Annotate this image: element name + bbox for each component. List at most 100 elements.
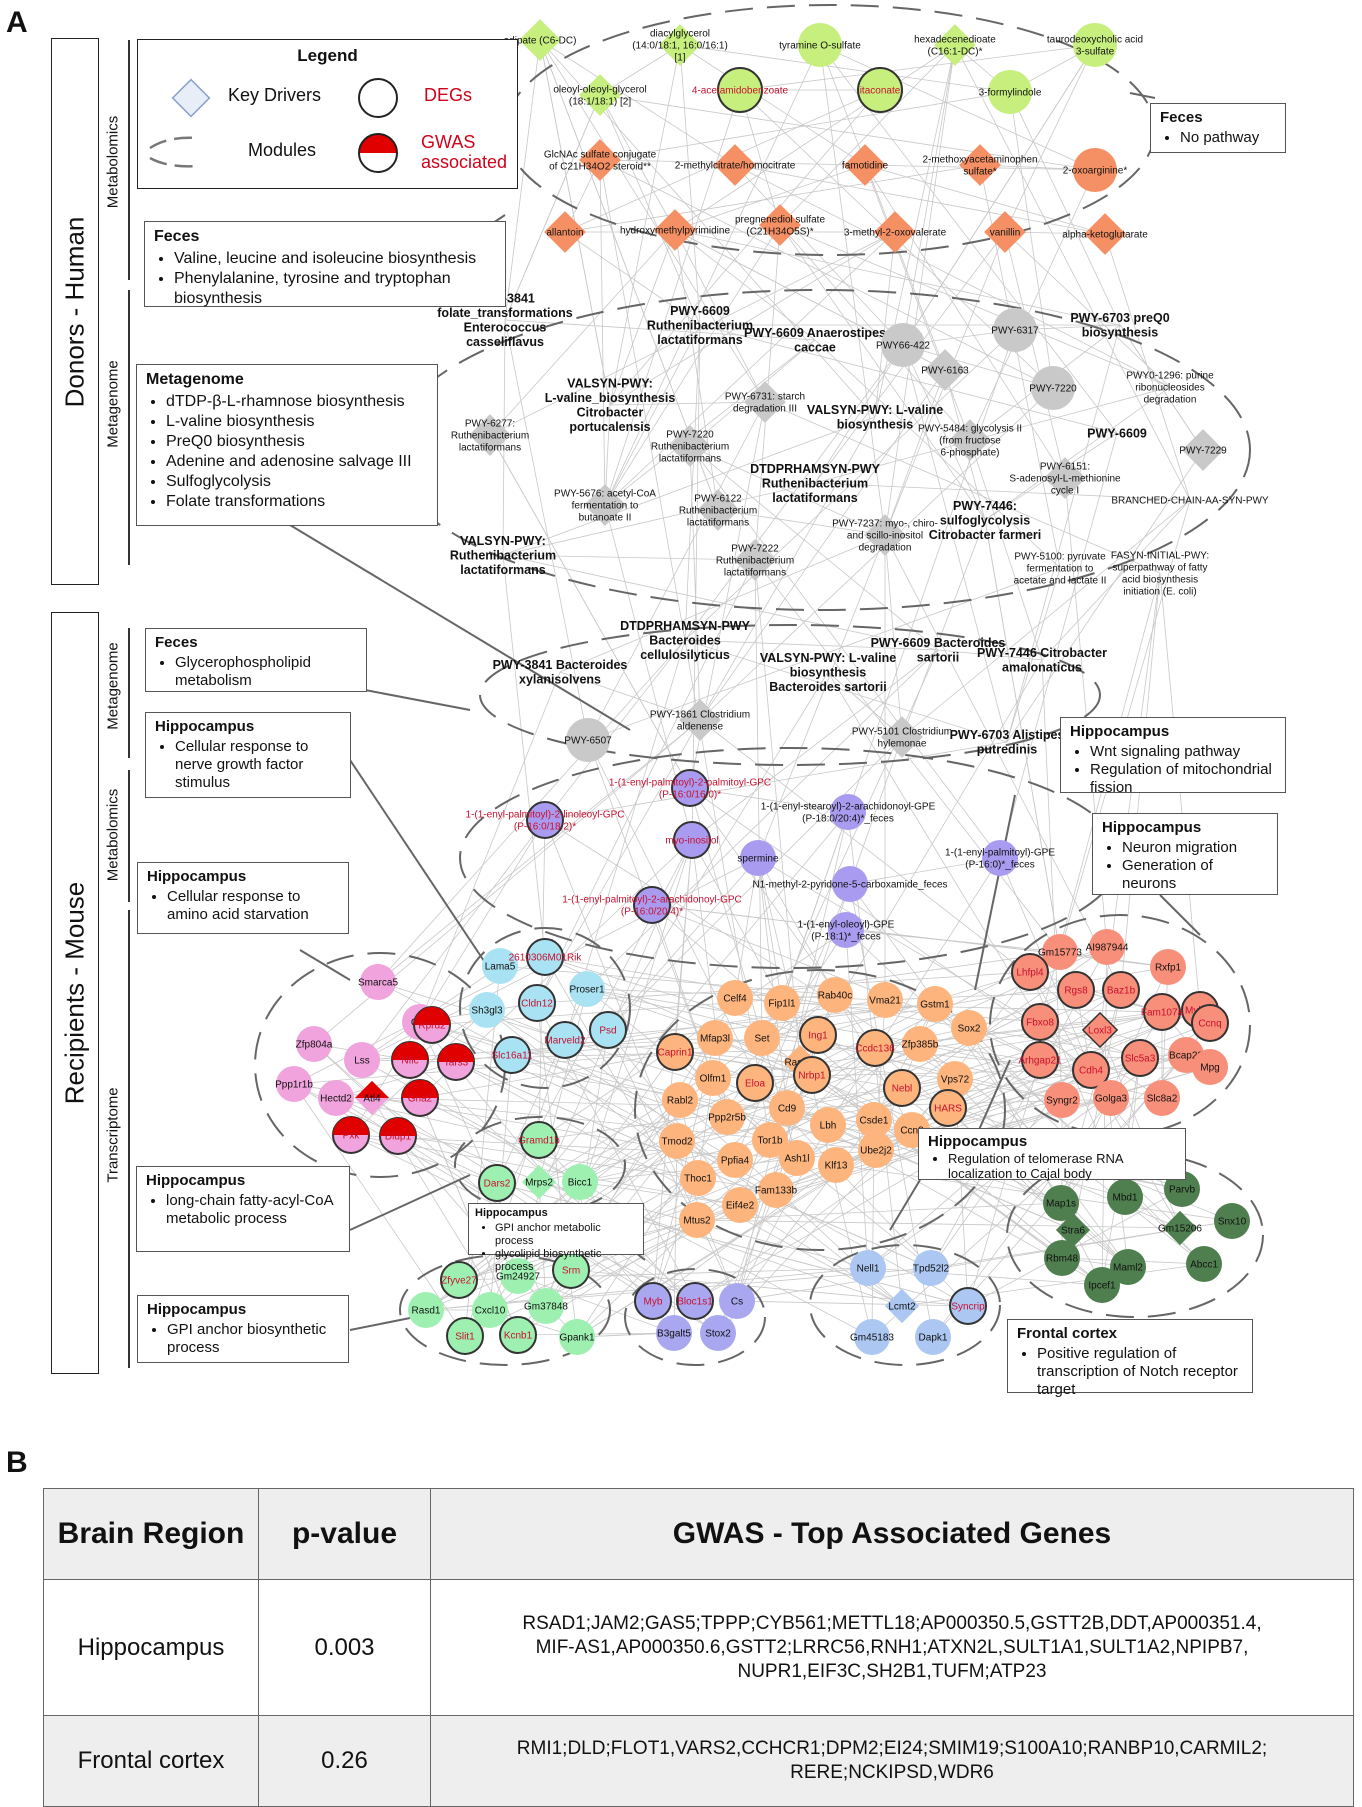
annotation-item: Neuron migration [1122, 839, 1268, 857]
annotation-item: long-chain fatty-acyl-CoA metabolic proc… [166, 1192, 340, 1228]
node-label: PWY-6609 [1087, 426, 1147, 440]
node-diamond [469, 414, 511, 456]
node-circle: 4-acetamidobenzoate [692, 67, 789, 113]
node-label: Vma21 [869, 996, 901, 1007]
node-diamond: 3-methyl-2-oxovalerate [844, 211, 947, 253]
legend-key-drivers: Key Drivers [228, 85, 322, 105]
node-circle [697, 1020, 733, 1056]
annotation-title: Hippocampus [475, 1207, 548, 1219]
node-label: PWY-6609 [1087, 426, 1147, 440]
sub-divider [128, 910, 130, 1368]
node-diamond [697, 489, 739, 531]
node-circle: Dars2 [478, 1164, 516, 1202]
node-circle: Slc8a2 [1144, 1080, 1180, 1116]
network-edge [726, 951, 1061, 1118]
node-circle: Ipcef1 [1084, 1267, 1120, 1303]
network-edge [455, 1061, 903, 1307]
node-label: Gm37848 [524, 1302, 568, 1313]
node-circle: Ash1l [779, 1140, 815, 1176]
node-circle [478, 1164, 516, 1202]
node-circle: Vma21 [867, 982, 903, 1018]
node-diamond: famotidine [842, 144, 889, 186]
network-edge [604, 89, 741, 506]
network-edge [901, 1029, 1101, 1089]
annotation-connector [299, 949, 351, 981]
network-edge [576, 1149, 877, 1338]
node-label: oleoyl-oleoyl-glycerol(18:1/18:1) [2] [553, 85, 646, 108]
gene-line: NUPR1,EIF3C,SH2B1,TUFM;ATP23 [737, 1660, 1047, 1682]
node-circle [883, 1069, 921, 1107]
node-label: 3-formylindole [979, 88, 1042, 99]
network-edge [489, 434, 691, 789]
section-label-donors: Donors - Human [59, 216, 90, 407]
network-edge [884, 534, 903, 738]
network-edge [538, 1181, 903, 1307]
network-edge [999, 432, 1118, 859]
node-label: hydroxymethylpyrimidine [620, 226, 730, 237]
annotation-list: GPI anchor biosynthetic process [147, 1321, 339, 1357]
node-circle: Zfp385b [902, 1026, 939, 1062]
node-circle [951, 1010, 987, 1046]
node-circle [526, 938, 564, 976]
deg-circle-icon [358, 78, 398, 118]
module-outline [634, 969, 1006, 1251]
network-edge [539, 39, 766, 403]
node-label: Mpg [1200, 1063, 1219, 1074]
node-label: PWY-7220 [1029, 384, 1077, 395]
node-label: Baz1b [1107, 986, 1136, 997]
network-edge [544, 741, 1008, 821]
node-circle: Cd9 [769, 1090, 805, 1126]
node-label: Nfic [401, 1056, 418, 1067]
gene-line: RSAD1;JAM2;GAS5;TPPP;CYB561;METTL18;AP00… [522, 1612, 1262, 1634]
gene-line: MIF-AS1,AP000350.6,GSTT2;LRRC56,RNH1;ATX… [535, 1636, 1249, 1658]
node-label: Rgs8 [1064, 986, 1088, 997]
annotation-list: dTDP-β-L-rhamnose biosynthesisL-valine b… [146, 392, 428, 512]
node-circle: Thoc1 [680, 1160, 716, 1196]
node-diamond [1084, 213, 1126, 255]
node-circle: 1-(1-enyl-palmitoyl)-2-linoleoyl-GPC(P-1… [466, 801, 624, 839]
node-circle [634, 1282, 672, 1320]
network-edge [684, 639, 939, 651]
annotation-connector [1129, 92, 1156, 99]
network-edge [559, 671, 701, 721]
node-label: Cdh4 [1079, 1066, 1103, 1077]
network-edge [757, 857, 788, 1109]
annotation-connector [349, 1174, 471, 1231]
node-circle: Rprd2 [413, 1006, 451, 1044]
node-diamond: 2-methylcitrate/homocitrate [675, 144, 796, 186]
node-circle [722, 1187, 758, 1223]
node-circle [1164, 1171, 1200, 1207]
network-edge [779, 44, 956, 226]
node-label: Rab40c [818, 991, 852, 1002]
network-edge [502, 554, 756, 561]
node-label: Rbm48 [1046, 1254, 1079, 1265]
network-edge [761, 649, 939, 1039]
node-circle [917, 986, 953, 1022]
node-diamond: PWY-6163 [921, 349, 969, 391]
network-edge [587, 401, 766, 741]
network-edge [699, 387, 1054, 721]
node-label: adipate (C6-DC) [504, 36, 577, 47]
header-brain-region: Brain Region [43, 1488, 259, 1580]
cell-region: Frontal cortex [43, 1715, 259, 1807]
network-edge [689, 445, 1001, 859]
node-label: Rasd1 [412, 1306, 441, 1317]
node-label: Vps72 [941, 1075, 970, 1086]
node-circle [520, 1121, 558, 1159]
node-circle [830, 794, 866, 830]
node-circle [1191, 1004, 1229, 1042]
table-header-row: Brain Region p-value GWAS - Top Associat… [43, 1488, 1354, 1580]
annotation-list: Neuron migrationGeneration of neurons [1102, 839, 1268, 893]
legend-degs: DEGs [424, 85, 473, 105]
node-label: Cldn12 [521, 999, 553, 1010]
cell-genes: RSAD1;JAM2;GAS5;TPPP;CYB561;METTL18;AP00… [430, 1579, 1354, 1716]
